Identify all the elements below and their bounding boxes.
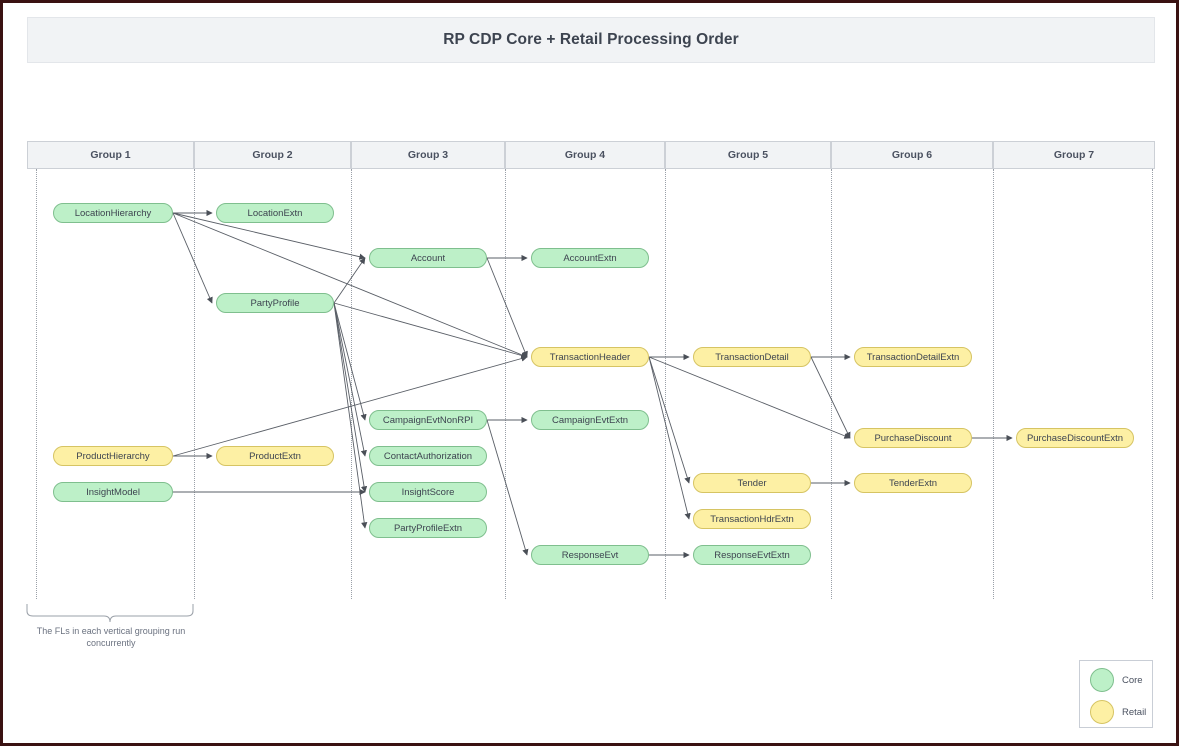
group-header-5: Group 5 <box>665 141 831 169</box>
edge-TransactionHeader-to-Tender <box>648 356 691 484</box>
group-header-6: Group 6 <box>831 141 993 169</box>
edge-PartyProfile-to-InsightScore <box>333 302 368 493</box>
edge-PartyProfile-to-Account <box>333 257 366 304</box>
node-ContactAuthorization[interactable]: ContactAuthorization <box>369 446 487 466</box>
node-ProductExtn[interactable]: ProductExtn <box>216 446 334 466</box>
diagram-title-bar: RP CDP Core + Retail Processing Order <box>27 17 1155 63</box>
node-TransactionHdrExtn[interactable]: TransactionHdrExtn <box>693 509 811 529</box>
node-Tender[interactable]: Tender <box>693 473 811 493</box>
legend-label-retail: Retail <box>1122 706 1147 718</box>
node-ResponseEvtExtn[interactable]: ResponseEvtExtn <box>693 545 811 565</box>
lane-divider-7 <box>1152 169 1153 599</box>
legend: Core Retail <box>1079 660 1153 728</box>
node-PartyProfile[interactable]: PartyProfile <box>216 293 334 313</box>
node-InsightModel[interactable]: InsightModel <box>53 482 173 502</box>
edge-Account-to-TransactionHeader <box>486 257 528 358</box>
node-TransactionDetail[interactable]: TransactionDetail <box>693 347 811 367</box>
node-TransactionHeader[interactable]: TransactionHeader <box>531 347 649 367</box>
node-PartyProfileExtn[interactable]: PartyProfileExtn <box>369 518 487 538</box>
node-ResponseEvt[interactable]: ResponseEvt <box>531 545 649 565</box>
lane-divider-6 <box>993 169 994 599</box>
edge-LocationHierarchy-to-PartyProfile <box>172 212 213 304</box>
node-TransactionDetailExtn[interactable]: TransactionDetailExtn <box>854 347 972 367</box>
node-LocationExtn[interactable]: LocationExtn <box>216 203 334 223</box>
group-header-3: Group 3 <box>351 141 505 169</box>
group-header-1: Group 1 <box>27 141 194 169</box>
node-TenderExtn[interactable]: TenderExtn <box>854 473 972 493</box>
legend-item-retail: Retail <box>1090 700 1152 724</box>
lane-divider-2 <box>351 169 352 599</box>
lane-divider-1 <box>194 169 195 599</box>
lane-divider-3 <box>505 169 506 599</box>
lane-divider-4 <box>665 169 666 599</box>
node-AccountExtn[interactable]: AccountExtn <box>531 248 649 268</box>
edge-PartyProfile-to-ContactAuthorization <box>333 302 367 457</box>
lane-divider-0 <box>36 169 37 599</box>
edge-CampaignEvtNonRPI-to-ResponseEvt <box>486 419 529 556</box>
edge-ProductHierarchy-to-TransactionHeader <box>172 355 528 457</box>
node-ProductHierarchy[interactable]: ProductHierarchy <box>53 446 173 466</box>
edge-LocationHierarchy-to-TransactionHeader <box>172 212 528 358</box>
edge-TransactionHeader-to-TransactionHdrExtn <box>648 356 691 520</box>
legend-item-core: Core <box>1090 668 1152 692</box>
node-InsightScore[interactable]: InsightScore <box>369 482 487 502</box>
node-PurchaseDiscountExtn[interactable]: PurchaseDiscountExtn <box>1016 428 1134 448</box>
group-header-4: Group 4 <box>505 141 665 169</box>
edge-PartyProfile-to-PartyProfileExtn <box>333 302 368 529</box>
node-PurchaseDiscount[interactable]: PurchaseDiscount <box>854 428 972 448</box>
edge-TransactionHeader-to-PurchaseDiscount <box>648 356 851 439</box>
legend-swatch-retail-icon <box>1090 700 1114 724</box>
legend-label-core: Core <box>1122 674 1143 686</box>
node-CampaignEvtNonRPI[interactable]: CampaignEvtNonRPI <box>369 410 487 430</box>
node-CampaignEvtExtn[interactable]: CampaignEvtExtn <box>531 410 649 430</box>
lane-divider-5 <box>831 169 832 599</box>
page-title: RP CDP Core + Retail Processing Order <box>443 31 739 48</box>
concurrency-note: The FLs in each vertical grouping run co… <box>36 626 186 648</box>
legend-swatch-core-icon <box>1090 668 1114 692</box>
node-Account[interactable]: Account <box>369 248 487 268</box>
group-header-7: Group 7 <box>993 141 1155 169</box>
group-header-2: Group 2 <box>194 141 351 169</box>
edge-PartyProfile-to-TransactionHeader <box>333 302 528 359</box>
node-LocationHierarchy[interactable]: LocationHierarchy <box>53 203 173 223</box>
edge-PartyProfile-to-CampaignEvtNonRPI <box>333 302 367 421</box>
